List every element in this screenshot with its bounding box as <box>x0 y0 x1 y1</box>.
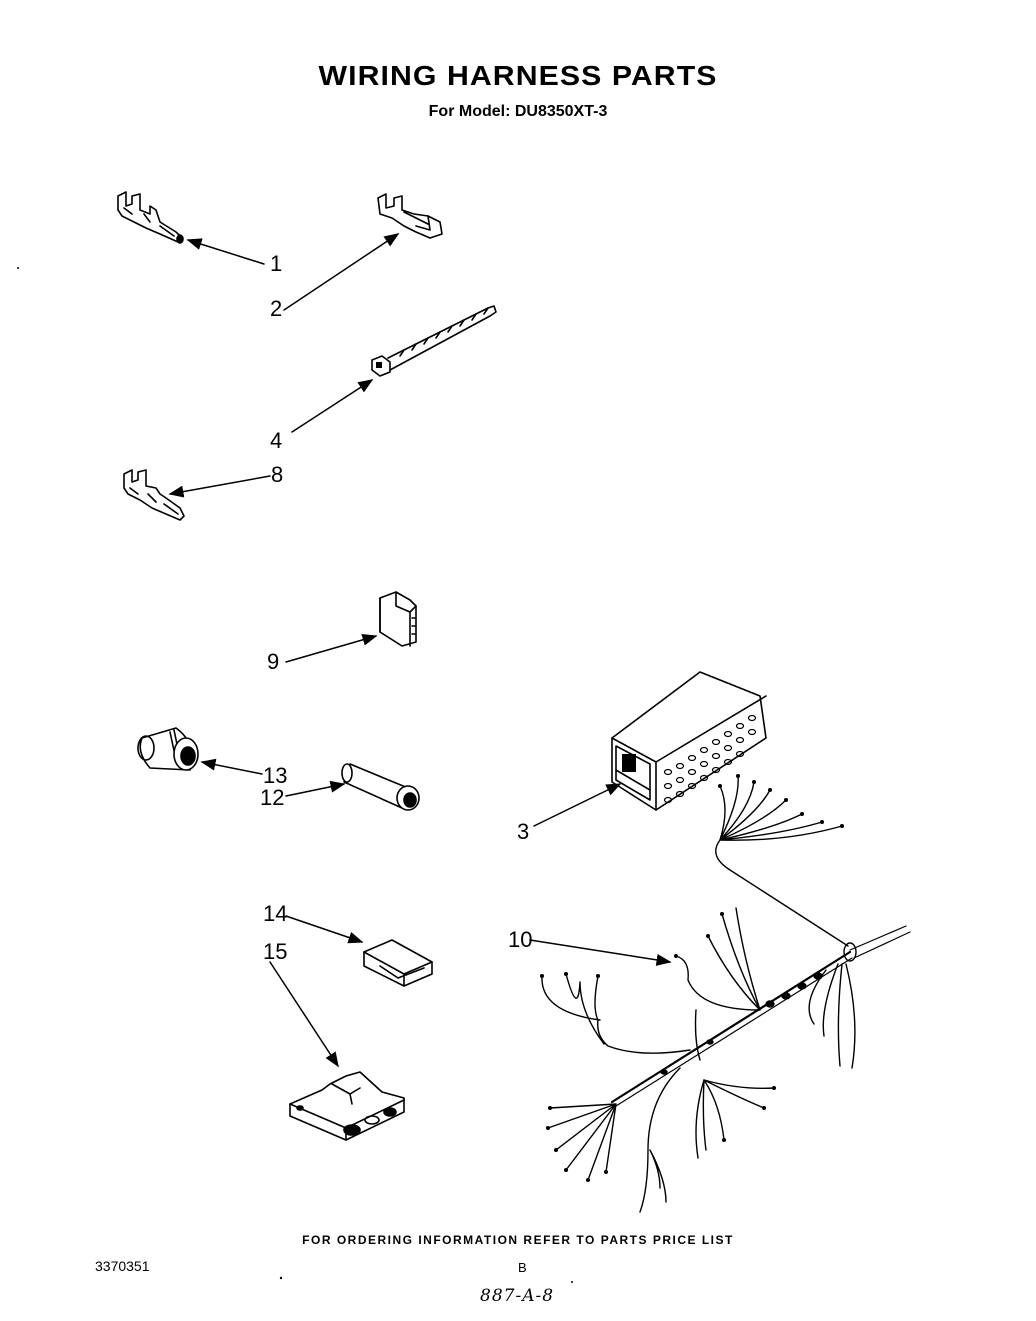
part-4-cable-tie <box>371 305 497 377</box>
callout-2: 2 <box>270 296 283 321</box>
callout-3: 3 <box>517 819 530 844</box>
page-title: WIRING HARNESS PARTS <box>318 60 718 91</box>
part-8-terminal <box>123 469 185 521</box>
model-subtitle: For Model: DU8350XT-3 <box>428 103 608 120</box>
scan-marks <box>17 267 573 1283</box>
callout-12: 12 <box>260 785 285 810</box>
callout-4: 4 <box>270 428 283 453</box>
callout-15: 15 <box>263 939 288 964</box>
callout-9: 9 <box>267 649 280 674</box>
part-2-terminal <box>377 193 443 239</box>
callout-14: 14 <box>263 901 288 926</box>
part-14-clip <box>363 939 433 987</box>
part-13-grommet <box>137 727 199 771</box>
part-3-connector-housing <box>611 671 767 811</box>
callout-10: 10 <box>508 927 533 952</box>
callout-1: 1 <box>270 251 283 276</box>
ordering-note: FOR ORDERING INFORMATION REFER TO PARTS … <box>302 1233 734 1247</box>
page-letter: B <box>518 1260 527 1275</box>
callout-leaders <box>168 233 672 1068</box>
part-1-terminal <box>117 191 184 244</box>
part-9-connector-block <box>379 591 417 647</box>
document-number: 3370351 <box>95 1258 150 1274</box>
handwritten-code: 887-A-8 <box>480 1286 555 1306</box>
part-15-connector <box>289 1071 405 1141</box>
part-10-wiring-harness <box>540 774 911 1213</box>
part-12-sleeve <box>341 763 420 811</box>
callout-8: 8 <box>271 462 284 487</box>
callout-13: 13 <box>263 763 288 788</box>
